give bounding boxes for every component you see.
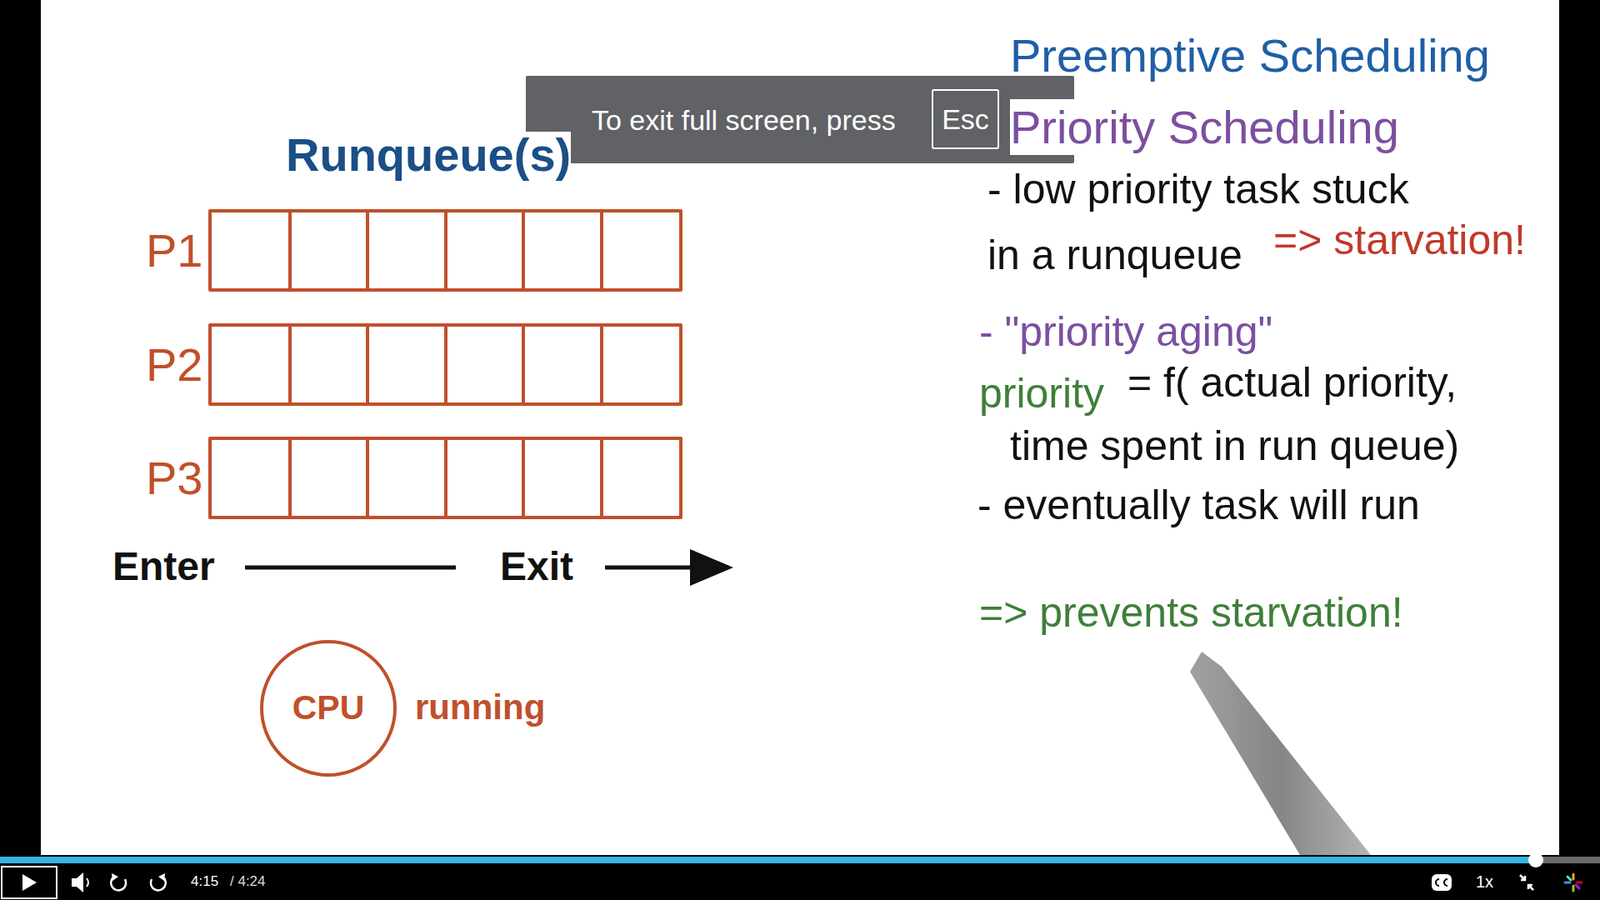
progress-played xyxy=(0,856,1536,864)
captions-icon xyxy=(1431,874,1452,891)
time-total: / 4:24 xyxy=(230,873,266,890)
queue-cell-divider xyxy=(600,440,604,516)
progress-knob xyxy=(1528,852,1544,868)
forward-head xyxy=(158,873,165,881)
play-button-frame xyxy=(1,866,57,899)
note-heading: Preemptive Scheduling xyxy=(1010,27,1490,84)
fullscreen-hint: To exit full screen, press Esc xyxy=(525,75,1075,164)
note-formula: = f( actual priority, time spent in run … xyxy=(1010,350,1510,478)
priority-level: P1 xyxy=(145,222,204,279)
player-logo xyxy=(1565,874,1582,891)
playback-speed: 1x xyxy=(1475,871,1494,892)
queue-cell-divider xyxy=(444,212,448,289)
cpu-circle: CPU xyxy=(260,640,397,777)
volume-wave xyxy=(86,878,89,887)
play-icon xyxy=(22,874,37,891)
queue-cell-divider xyxy=(365,326,370,403)
queue-cell-divider xyxy=(521,326,525,403)
queue-cell-divider xyxy=(365,440,370,516)
key-badge: Esc xyxy=(931,89,1000,150)
note-heading: Priority Scheduling xyxy=(1010,99,1400,155)
exit-fullscreen-icon xyxy=(1520,875,1534,890)
runqueue: P1 xyxy=(208,209,683,292)
enter-line xyxy=(245,565,456,570)
queue-cell-divider xyxy=(288,212,292,289)
queue-cell-divider xyxy=(365,212,370,289)
note-formula-term: priority xyxy=(979,368,1105,419)
diagram-title: Runqueue(s) xyxy=(285,131,571,179)
queue-cell-divider xyxy=(288,440,292,516)
hint-text: To exit full screen, press xyxy=(591,102,896,137)
hint-text: Esc xyxy=(941,102,990,137)
exit-arrowhead xyxy=(690,549,734,586)
pencil xyxy=(1190,651,1371,855)
note-emphasis: => prevents starvation! xyxy=(979,587,1404,638)
queue-cell-divider xyxy=(444,326,448,403)
queue-cell-divider xyxy=(521,212,525,289)
cpu-label: CPU xyxy=(292,687,365,729)
exit-arrow-line xyxy=(605,565,700,570)
note-emphasis: => starvation! xyxy=(1273,215,1526,265)
note-line: - "priority aging" xyxy=(979,306,1273,357)
priority-level: P3 xyxy=(145,450,204,506)
time-current: 4:15 xyxy=(190,873,219,890)
runqueue: P3 xyxy=(208,436,683,520)
progress-remaining xyxy=(1535,856,1600,864)
queue-cell-divider xyxy=(521,440,525,516)
priority-level: P2 xyxy=(145,336,204,393)
cpu-state: running xyxy=(415,686,545,729)
queue-enter: Enter xyxy=(112,542,215,591)
note-line: - eventually task will run xyxy=(977,480,1420,530)
queue-exit: Exit xyxy=(500,542,574,591)
rewind-head xyxy=(111,873,119,881)
whiteboard xyxy=(40,0,1560,855)
queue-cell-divider xyxy=(288,326,292,403)
queue-cell-divider xyxy=(600,212,604,289)
captions-marks xyxy=(1435,879,1448,886)
queue-cell-divider xyxy=(444,440,448,516)
queue-cell-divider xyxy=(600,326,604,403)
runqueue: P2 xyxy=(208,323,683,406)
volume-icon xyxy=(71,872,84,893)
